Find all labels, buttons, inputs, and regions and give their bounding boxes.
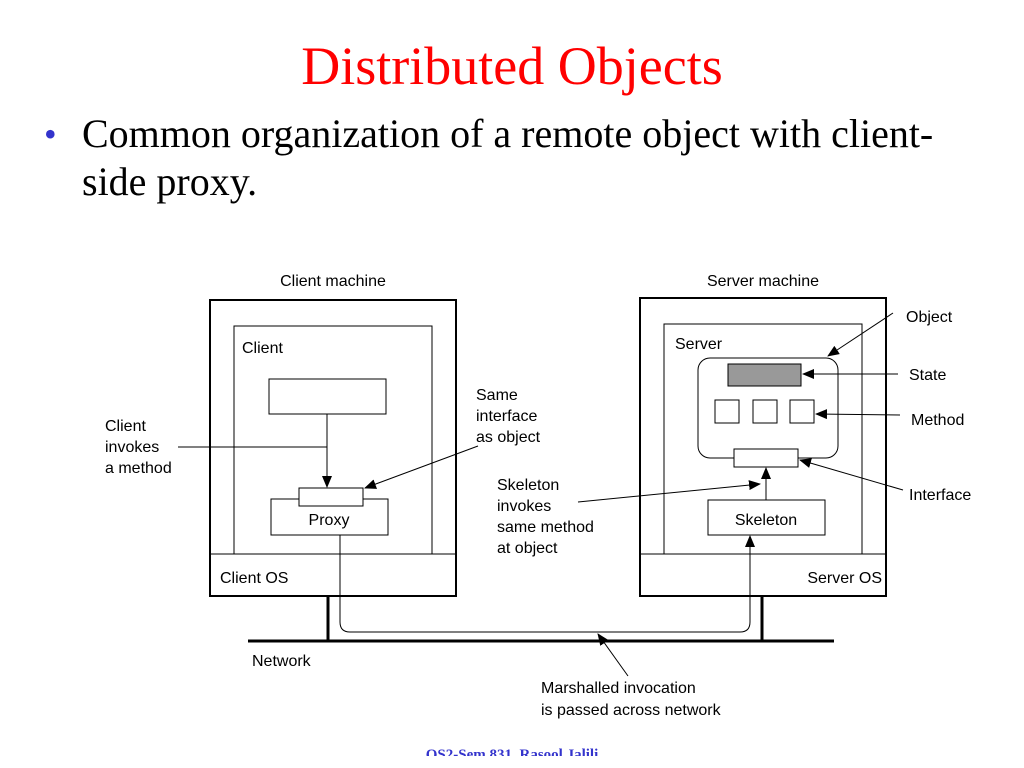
server-label: Server [675, 336, 723, 353]
marshalled-arrow [597, 633, 629, 677]
marshalled-label: Marshalled invocation is passed across n… [541, 680, 722, 719]
skeleton-box [707, 499, 826, 536]
same-interface-line-1: Same [476, 387, 518, 404]
method-box-3 [789, 399, 815, 424]
client-machine-label: Client machine [280, 273, 386, 290]
interface-callout-label: Interface [909, 487, 971, 504]
server-os-label: Server OS [807, 570, 882, 587]
client-object-box [268, 378, 387, 415]
client-label: Client [242, 340, 283, 357]
skeleton-invokes-line-1: Skeleton [497, 477, 559, 494]
client-invokes-line-1: Client [105, 418, 146, 435]
marshalled-line-2: is passed across network [541, 702, 722, 719]
bullet-text: Common organization of a remote object w… [82, 111, 934, 204]
method-box-2 [752, 399, 778, 424]
same-interface-label: Same interface as object [476, 387, 542, 446]
interface-callout-arrow [799, 458, 904, 491]
state-callout-label: State [909, 367, 946, 384]
skeleton-invokes-line-2: invokes [497, 498, 551, 515]
object-callout-arrow [827, 312, 894, 357]
skeleton-invokes-line-4: at object [497, 540, 558, 557]
marshalled-path [339, 535, 755, 633]
client-invokes-label: Client invokes a method [105, 418, 172, 477]
same-interface-line-2: interface [476, 408, 537, 425]
network-label: Network [252, 653, 312, 670]
method-callout-arrow [815, 409, 901, 420]
object-callout-label: Object [906, 309, 953, 326]
method-callout-label: Method [911, 412, 964, 429]
client-invokes-line-3: a method [105, 460, 172, 477]
server-machine-label: Server machine [707, 273, 819, 290]
skeleton-invokes-line-3: same method [497, 519, 594, 536]
slide-footer: OS2-Sem 831, Rasool Jalili [425, 747, 599, 756]
bullet-dot-icon: • [44, 114, 57, 154]
slide-title: Distributed Objects [301, 36, 723, 96]
skeleton-label: Skeleton [735, 512, 797, 529]
proxy-label: Proxy [309, 512, 350, 529]
same-interface-line-3: as object [476, 429, 541, 446]
method-box-1 [714, 399, 740, 424]
client-machine-box [209, 299, 457, 597]
marshalled-line-1: Marshalled invocation [541, 680, 696, 697]
client-os-label: Client OS [220, 570, 288, 587]
state-box [727, 363, 802, 387]
skeleton-invokes-label: Skeleton invokes same method at object [497, 477, 598, 557]
server-interface-box [733, 448, 799, 468]
skeleton-invokes-arrow [577, 480, 761, 503]
same-interface-arrow [364, 445, 479, 489]
proxy-interface-box [298, 487, 364, 507]
client-invokes-line-2: invokes [105, 439, 159, 456]
